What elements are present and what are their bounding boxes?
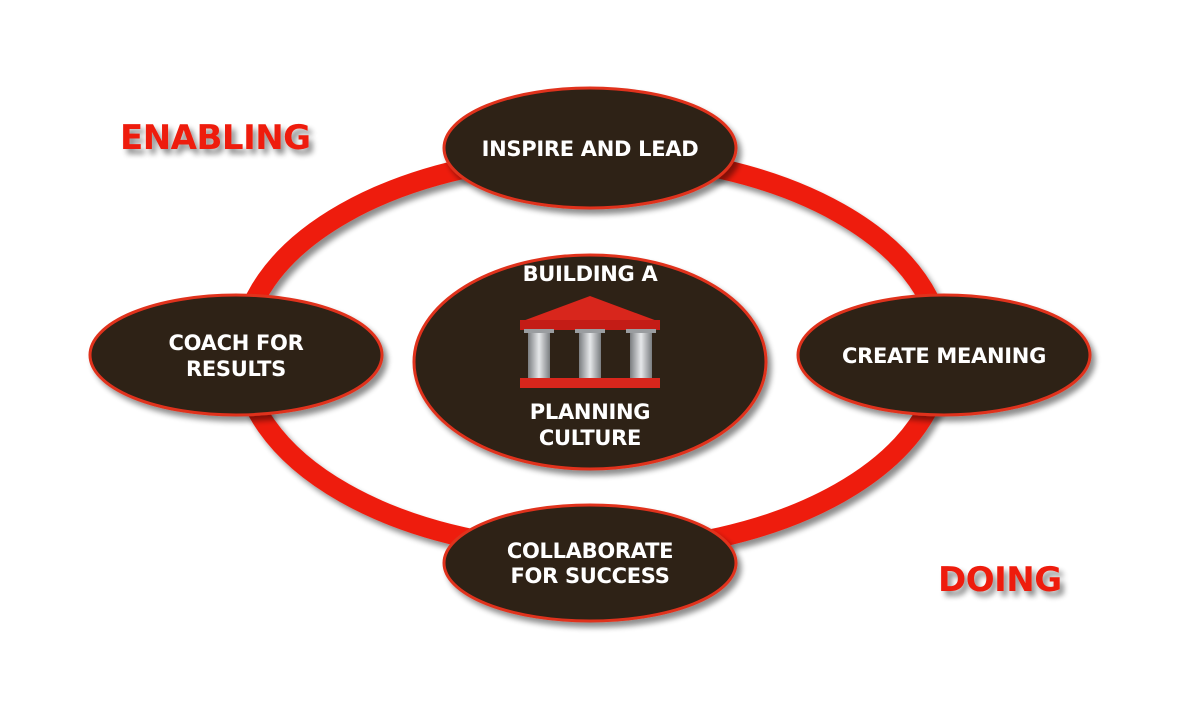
node-coach-label-line2: RESULTS (186, 357, 286, 381)
node-create-meaning: CREATE MEANING (796, 293, 1092, 417)
node-create-meaning-label: CREATE MEANING (842, 344, 1046, 368)
center-node-planning-culture: BUILDING A PLANNING CULTURE (412, 253, 768, 471)
node-coach-label-line1: COACH FOR (169, 331, 304, 355)
node-inspire-and-lead: INSPIRE AND LEAD (442, 86, 738, 210)
node-collaborate-label-line1: COLLABORATE (507, 539, 673, 563)
doing-label: DOING (938, 560, 1062, 600)
node-collaborate-for-success: COLLABORATE FOR SUCCESS (442, 503, 738, 623)
center-label-line2: PLANNING (530, 400, 650, 424)
center-label-line3: CULTURE (539, 426, 641, 450)
node-coach-for-results: COACH FOR RESULTS (88, 293, 384, 417)
building-columns-icon (520, 296, 660, 388)
center-label-line1: BUILDING A (523, 262, 659, 286)
node-inspire-and-lead-label: INSPIRE AND LEAD (482, 137, 699, 161)
enabling-label: ENABLING (120, 118, 311, 158)
node-collaborate-label-line2: FOR SUCCESS (510, 564, 669, 588)
